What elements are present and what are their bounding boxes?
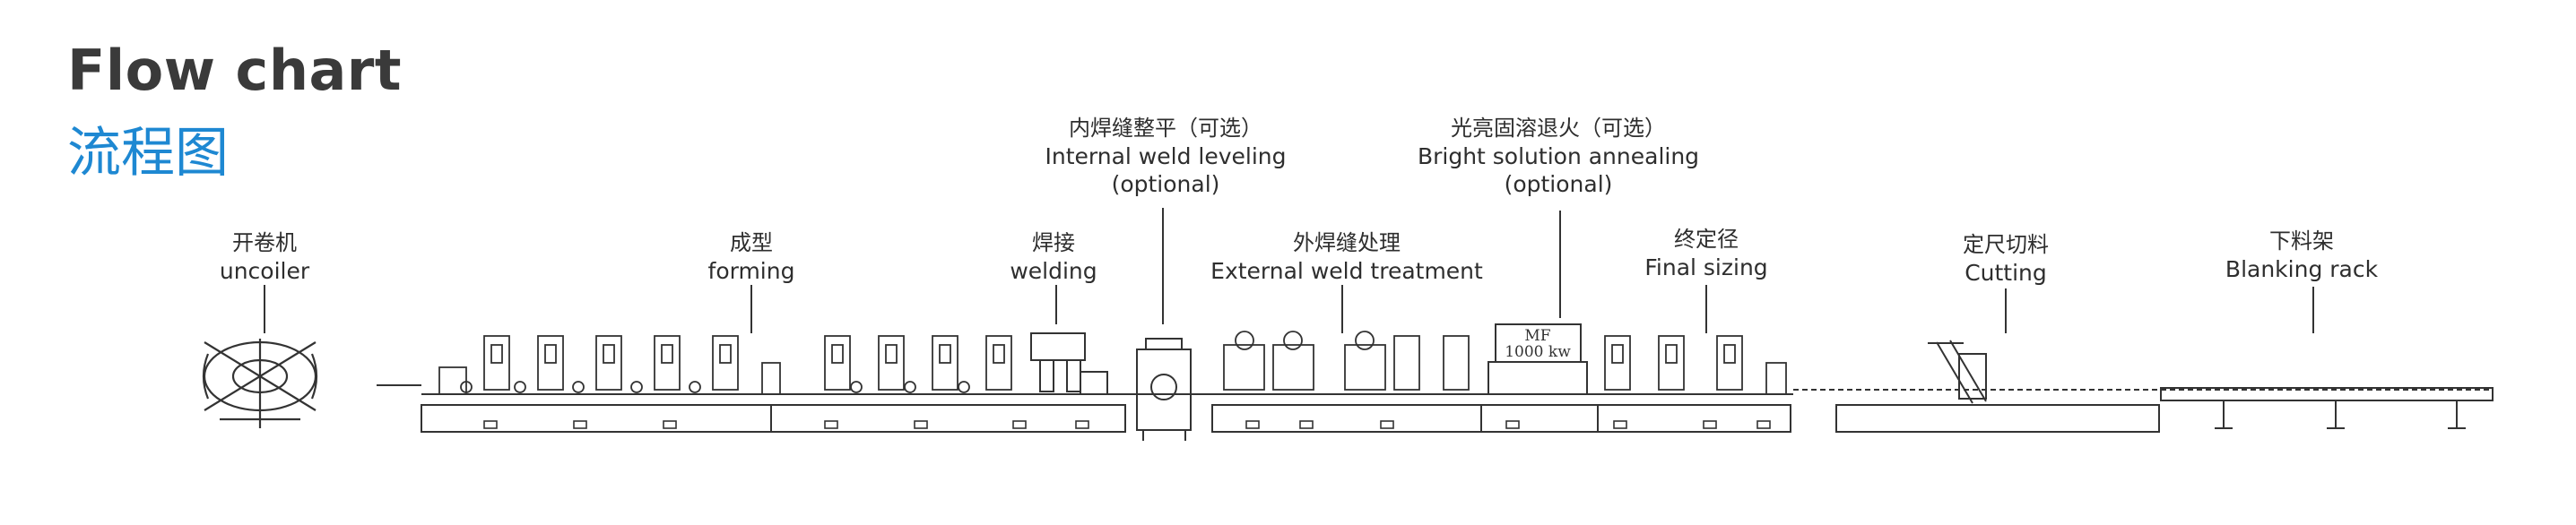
label-forming-en: forming	[707, 258, 795, 284]
sizing-stands	[1604, 335, 1787, 395]
annealing-machine: MF 1000 kw	[1487, 323, 1588, 395]
label-forming: 成型 forming	[708, 229, 795, 285]
welding-machine	[1030, 332, 1108, 395]
label-cutting: 定尺切料 Cutting	[1963, 231, 2049, 287]
label-final-sizing: 终定径 Final sizing	[1644, 226, 1767, 281]
external-weld-machines	[1223, 331, 1470, 391]
label-external-weld: 外焊缝处理 External weld treatment	[1210, 229, 1483, 285]
label-internal-weld: 内焊缝整平（可选） Internal weld leveling (option…	[1045, 115, 1287, 198]
label-forming-zh: 成型	[729, 230, 773, 255]
forming-bed-2	[770, 404, 1126, 433]
label-cutting-en: Cutting	[1965, 260, 2047, 286]
label-final-sizing-en: Final sizing	[1644, 254, 1768, 280]
label-welding-en: welding	[1010, 258, 1097, 284]
internal-weld-leveling-machine	[1136, 338, 1192, 441]
page-title: Flow chart	[67, 38, 403, 103]
cutting-machine	[1928, 340, 1987, 404]
label-welding: 焊接 welding	[1010, 229, 1097, 285]
page-title-chinese: 流程图	[67, 122, 229, 185]
forming-bed	[421, 404, 772, 433]
label-welding-zh: 焊接	[1032, 230, 1075, 255]
label-cutting-zh: 定尺切料	[1963, 232, 2049, 257]
label-annealing: 光亮固溶退火（可选） Bright solution annealing (op…	[1418, 115, 1699, 198]
cutting-bed	[1835, 404, 2160, 433]
label-annealing-en2: (optional)	[1504, 171, 1613, 197]
label-annealing-zh: 光亮固溶退火（可选）	[1450, 116, 1666, 141]
uncoiler-machine	[202, 339, 318, 428]
blanking-rack	[2160, 387, 2494, 429]
label-blanking-rack: 下料架 Blanking rack	[2225, 228, 2378, 283]
label-blanking-rack-en: Blanking rack	[2225, 256, 2379, 282]
label-uncoiler: 开卷机 uncoiler	[220, 229, 309, 285]
bed-feet	[483, 420, 1771, 429]
label-external-weld-zh: 外焊缝处理	[1293, 230, 1401, 255]
label-uncoiler-en: uncoiler	[219, 258, 310, 284]
label-final-sizing-zh: 终定径	[1673, 227, 1739, 252]
annealing-bed	[1480, 404, 1599, 433]
label-internal-weld-en: Internal weld leveling	[1045, 143, 1287, 169]
forming-stands	[438, 335, 1012, 395]
label-internal-weld-zh: 内焊缝整平（可选）	[1069, 116, 1262, 141]
annealer-plate-line1: MF	[1524, 327, 1550, 345]
label-uncoiler-zh: 开卷机	[232, 230, 297, 255]
label-blanking-rack-zh: 下料架	[2268, 228, 2334, 254]
label-annealing-en: Bright solution annealing	[1417, 143, 1700, 169]
sizing-bed	[1597, 404, 1791, 433]
label-external-weld-en: External weld treatment	[1210, 258, 1483, 284]
label-internal-weld-en2: (optional)	[1111, 171, 1220, 197]
annealer-plate-line2: 1000 kw	[1505, 343, 1571, 361]
